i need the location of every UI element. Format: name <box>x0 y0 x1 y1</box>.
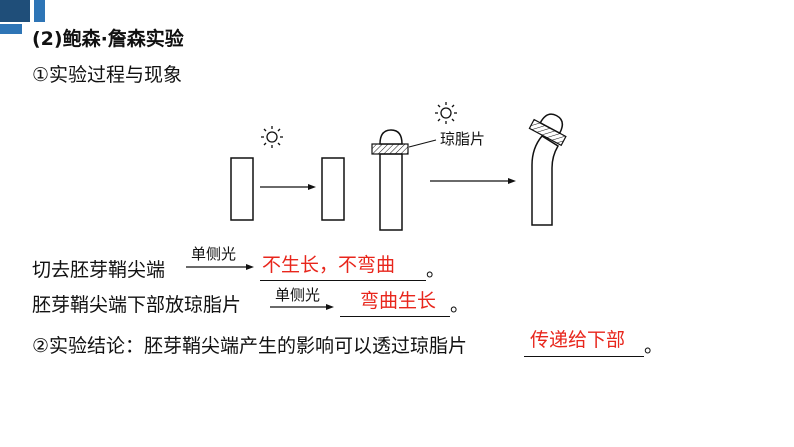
line2-suffix: 。 <box>450 294 470 316</box>
answer-underline <box>340 316 450 317</box>
line1-arrow-label: 单侧光 <box>191 245 237 263</box>
corner-decoration-light <box>34 0 45 22</box>
coleoptile-cut-after <box>321 157 345 221</box>
sun-icon <box>261 126 283 148</box>
agar-label: 琼脂片 <box>440 130 486 148</box>
section-heading: (2)鲍森·詹森实验 <box>32 28 184 50</box>
corner-decoration-light-2 <box>0 24 22 34</box>
arrow-right-icon <box>430 178 516 184</box>
coleoptile-cut-before <box>230 157 254 221</box>
arrow-right-icon <box>260 184 316 190</box>
line3-answer: 传递给下部 <box>530 329 626 351</box>
sub-heading: ①实验过程与现象 <box>32 64 183 86</box>
corner-decoration-dark <box>0 0 30 22</box>
arrow-right-icon <box>186 264 254 270</box>
arrow-right-icon <box>270 304 334 310</box>
label-pointer <box>408 139 437 148</box>
line2-prefix: 胚芽鞘尖端下部放琼脂片 <box>32 294 242 316</box>
answer-underline <box>524 356 644 357</box>
coleoptile-bent <box>528 113 567 226</box>
coleoptile-with-agar <box>371 129 409 231</box>
line2-arrow-label: 单侧光 <box>275 286 321 304</box>
line2-answer: 弯曲生长 <box>360 290 437 312</box>
line3-suffix: 。 <box>644 335 664 357</box>
line1-suffix: 。 <box>426 259 446 281</box>
answer-underline <box>260 280 426 281</box>
line3-prefix: ②实验结论：胚芽鞘尖端产生的影响可以透过琼脂片 <box>32 335 468 357</box>
sun-icon <box>435 102 457 124</box>
line1-prefix: 切去胚芽鞘尖端 <box>32 259 166 281</box>
line1-answer: 不生长，不弯曲 <box>262 254 396 276</box>
